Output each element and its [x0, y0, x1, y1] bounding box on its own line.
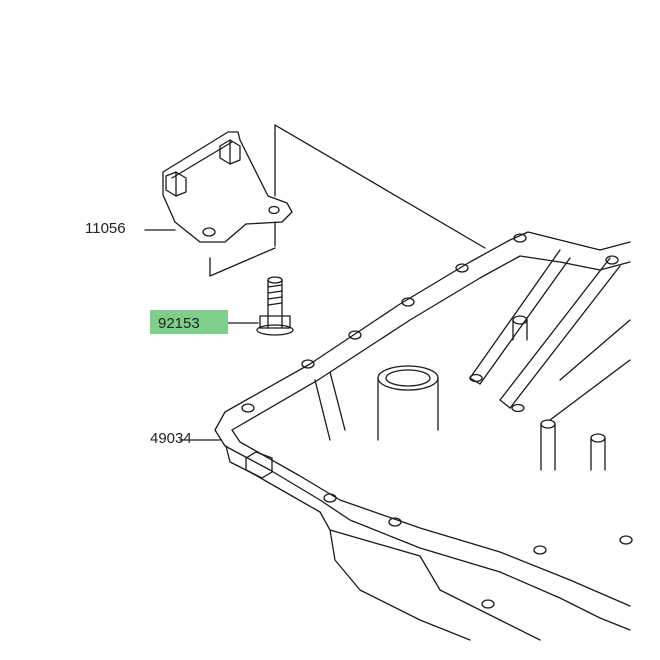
- part-number-92153: 92153: [158, 315, 200, 332]
- bracket-part: [162, 131, 293, 243]
- explode-lines: [144, 124, 486, 441]
- bolt-part: [256, 276, 294, 336]
- highlight-box: [150, 310, 228, 334]
- oil-pan-part: [214, 231, 633, 641]
- part-number-49034: 49034: [150, 430, 192, 447]
- part-number-11056: 11056: [85, 220, 126, 237]
